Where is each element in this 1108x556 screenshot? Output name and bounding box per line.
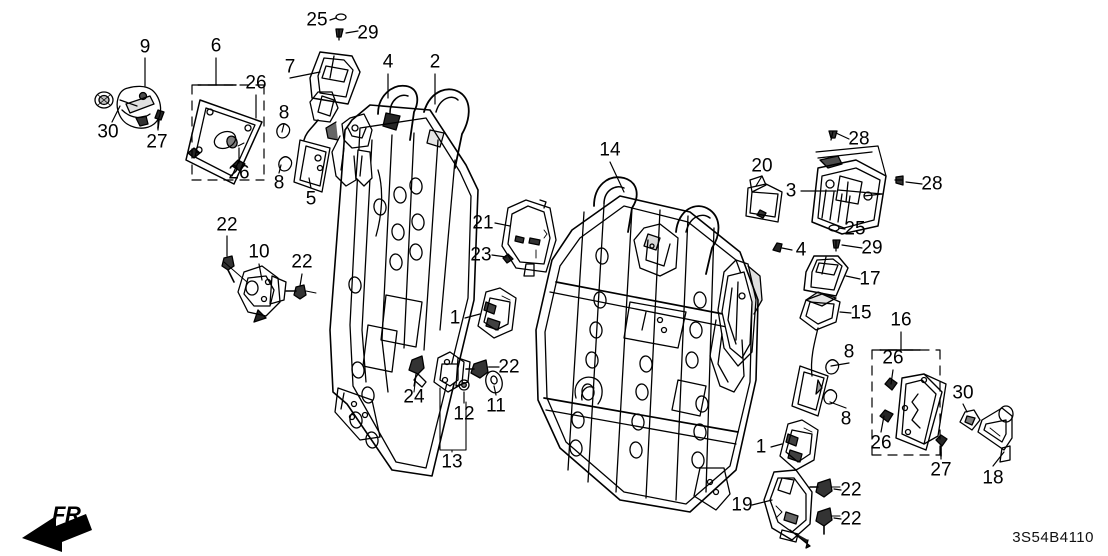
callout-22: 22 <box>291 251 313 273</box>
callout-13: 13 <box>441 451 463 473</box>
callout-20: 20 <box>751 155 773 177</box>
part-25-and-29-top <box>335 13 347 41</box>
callout-22: 22 <box>216 214 238 236</box>
front-direction-label: FR. <box>52 502 86 527</box>
callout-7: 7 <box>284 56 296 78</box>
callout-25: 25 <box>306 9 328 31</box>
callout-22: 22 <box>498 356 520 378</box>
part-5-switch-unit <box>276 91 339 193</box>
callout-14: 14 <box>599 139 621 161</box>
part-4-pin-right <box>772 242 783 253</box>
callout-16: 16 <box>890 309 912 331</box>
callout-26: 26 <box>870 432 892 454</box>
diagram-part-number: 3S54B4110 <box>1012 529 1094 546</box>
part-20-small-bracket <box>745 175 783 223</box>
leader-lines <box>111 17 1005 520</box>
part-16-side-cover-assembly <box>871 331 948 457</box>
callout-9: 9 <box>139 36 151 58</box>
part-21-cover-plate <box>501 199 557 277</box>
callout-18: 18 <box>982 467 1004 489</box>
callout-8: 8 <box>278 102 290 124</box>
part-27-clip-left <box>154 109 165 129</box>
front-direction-arrow <box>22 514 92 552</box>
callout-6: 6 <box>210 35 222 57</box>
part-9-striker-cover <box>116 85 162 129</box>
callout-15: 15 <box>850 302 872 324</box>
left-seat-back-frame <box>325 84 479 477</box>
callout-29: 29 <box>357 22 379 44</box>
callout-28: 28 <box>848 128 870 150</box>
callout-21: 21 <box>472 212 494 234</box>
callout-23: 23 <box>470 244 492 266</box>
callout-4: 4 <box>795 239 807 261</box>
callout-11: 11 <box>486 395 506 417</box>
callout-10: 10 <box>248 241 270 263</box>
part-17-tray-cover-right <box>803 255 849 297</box>
callout-17: 17 <box>859 268 881 290</box>
callout-27: 27 <box>930 459 952 481</box>
callout-8: 8 <box>843 341 855 363</box>
callout-29: 29 <box>861 237 883 259</box>
part-3-rear-cover <box>811 130 904 252</box>
part-15-buckle <box>799 291 841 377</box>
right-seat-back-frame <box>535 176 763 513</box>
part-10-hinge-bracket <box>221 255 317 323</box>
callout-12: 12 <box>453 403 475 425</box>
callout-30: 30 <box>952 382 974 404</box>
part-30-bush-left <box>94 91 114 109</box>
part-8-clips-right <box>791 359 840 417</box>
part-19-lower-cover <box>763 469 841 549</box>
callout-26: 26 <box>882 347 904 369</box>
callout-1: 1 <box>449 307 461 329</box>
callout-24: 24 <box>403 386 425 408</box>
callout-25: 25 <box>844 218 866 240</box>
part-18-striker-arm <box>977 405 1014 463</box>
callout-8: 8 <box>273 172 285 194</box>
callout-8: 8 <box>840 408 852 430</box>
callout-3: 3 <box>785 180 797 202</box>
callout-27: 27 <box>146 131 168 153</box>
callout-26: 26 <box>245 72 267 94</box>
callout-1: 1 <box>755 436 767 458</box>
callout-26: 26 <box>228 162 250 184</box>
part-1-latch-right <box>779 419 819 471</box>
callout-22: 22 <box>840 479 862 501</box>
part-6-cover-assembly <box>185 57 265 185</box>
callout-28: 28 <box>921 173 943 195</box>
callout-2: 2 <box>429 51 441 73</box>
callout-5: 5 <box>305 188 317 210</box>
part-7-tray-cover <box>309 51 361 105</box>
part-1-latch-left <box>477 287 517 339</box>
callout-30: 30 <box>97 121 119 143</box>
callout-22: 22 <box>840 508 862 530</box>
part-30-bush-right <box>959 409 981 431</box>
callout-19: 19 <box>731 494 753 516</box>
callout-4: 4 <box>382 51 394 73</box>
